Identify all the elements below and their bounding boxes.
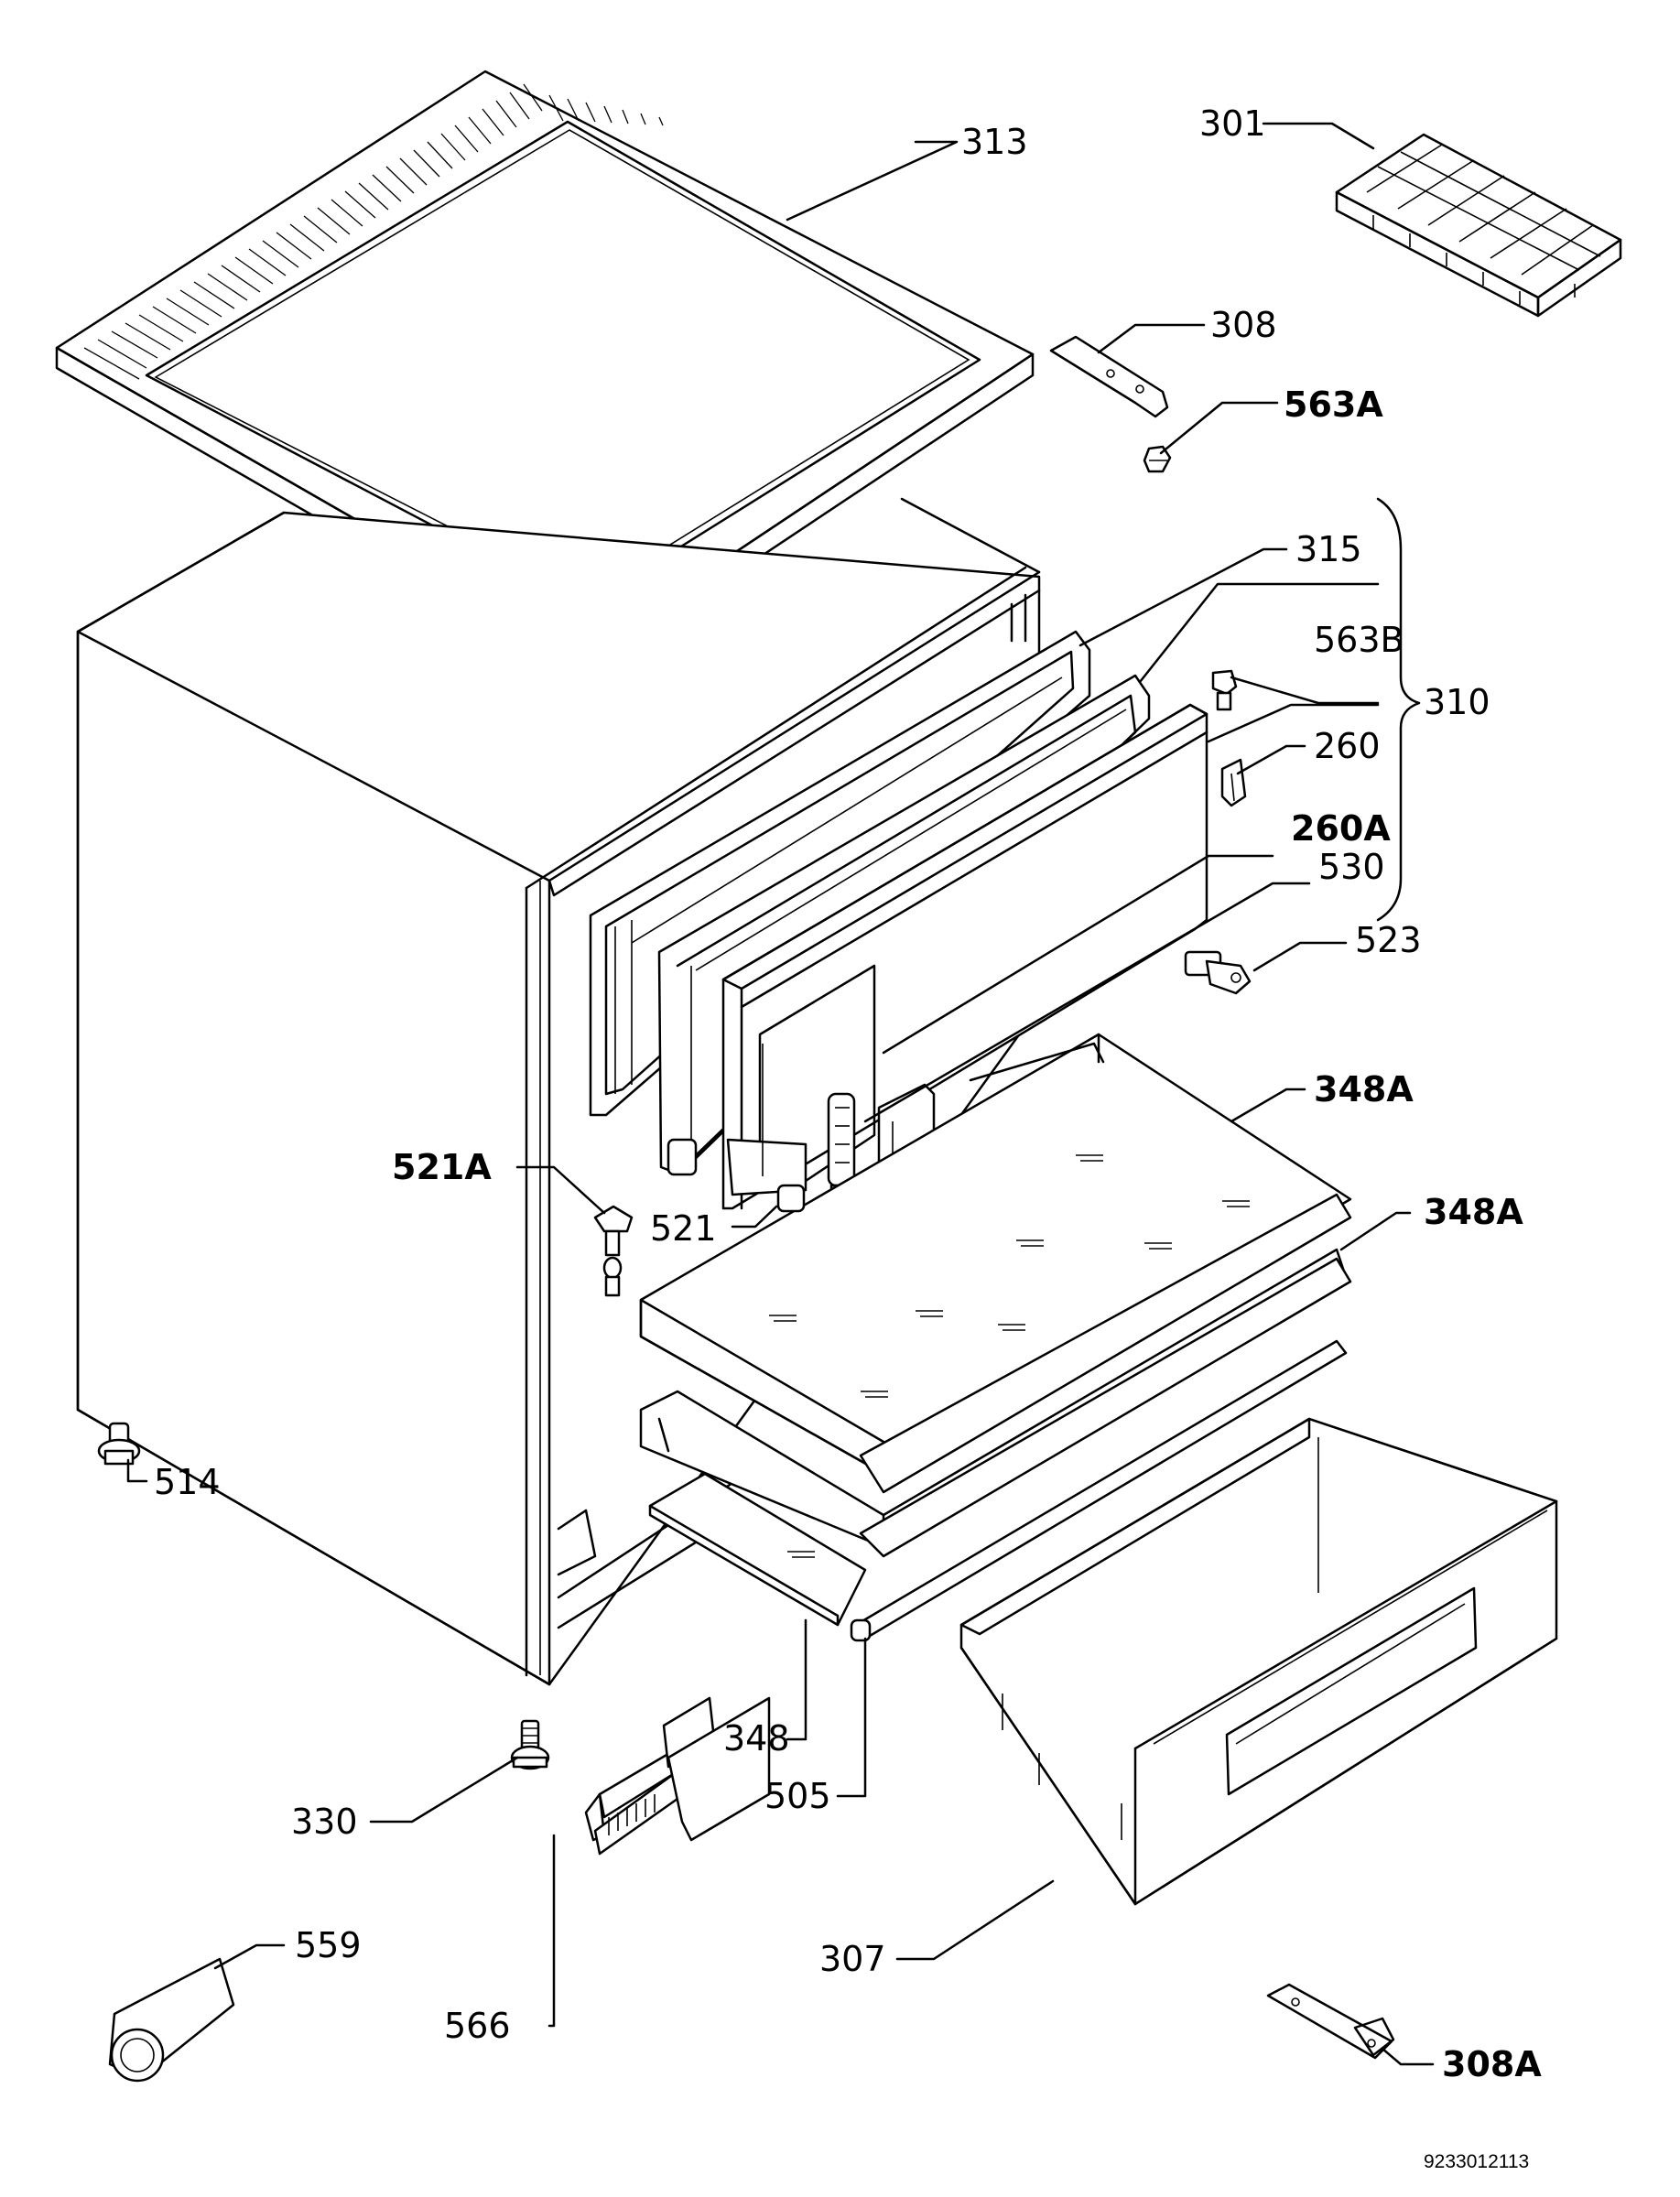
label-566: 566 (444, 2006, 511, 2046)
part-313-top-cover (55, 70, 1035, 675)
label-521A: 521A (392, 1147, 492, 1187)
label-260: 260 (1314, 726, 1381, 766)
part-308A-hinge-plate (1266, 1983, 1395, 2060)
label-315: 315 (1295, 529, 1362, 569)
label-307: 307 (819, 1939, 886, 1979)
part-523-latch-catch (1184, 950, 1252, 995)
label-521: 521 (650, 1208, 717, 1249)
part-330-adjustable-foot (510, 1719, 550, 1770)
label-348: 348 (723, 1718, 790, 1759)
part-301-ice-tray (1335, 133, 1622, 318)
label-330: 330 (291, 1802, 358, 1842)
part-labels: 301 313 308 563A 315 563B 310 260 260A 5… (154, 103, 1542, 2172)
part-563A-screw (1143, 445, 1172, 473)
label-308A: 308A (1442, 2044, 1542, 2084)
part-307-crisper-drawer (959, 1417, 1558, 1906)
vent-grille (83, 83, 664, 380)
label-505: 505 (764, 1776, 831, 1816)
part-514-foot (97, 1422, 141, 1466)
part-348A-upper-shelf (639, 1033, 1352, 1494)
label-514: 514 (154, 1462, 221, 1502)
label-301: 301 (1199, 103, 1266, 144)
label-563A: 563A (1284, 384, 1383, 425)
label-523: 523 (1355, 920, 1422, 960)
label-348A-upper: 348A (1314, 1069, 1414, 1109)
part-563B-screw (1211, 669, 1238, 711)
part-521-switch (776, 1184, 806, 1213)
part-348-glass-plate (648, 1472, 867, 1627)
label-260A: 260A (1291, 808, 1391, 849)
part-308-hinge-plate (1049, 335, 1169, 418)
label-559: 559 (295, 1925, 362, 1965)
label-313: 313 (961, 122, 1028, 162)
part-260-clip (1220, 758, 1247, 807)
leader-lines (126, 122, 1435, 2066)
part-559-handle-cap (108, 1957, 235, 2083)
part-505-rail (850, 1339, 1348, 1642)
part-566-scraper-tool (584, 1696, 771, 1856)
ice-cube-cells (1366, 144, 1601, 276)
label-530: 530 (1318, 847, 1385, 887)
label-563B: 563B (1314, 620, 1404, 660)
drawing-code: 9233012113 (1424, 2151, 1529, 2172)
glass-reflection-marks (769, 1154, 1250, 1398)
part-348A-lower-shelf (639, 1248, 1352, 1558)
label-348A-lower: 348A (1424, 1192, 1523, 1232)
label-310: 310 (1424, 682, 1490, 722)
label-308: 308 (1210, 305, 1277, 345)
